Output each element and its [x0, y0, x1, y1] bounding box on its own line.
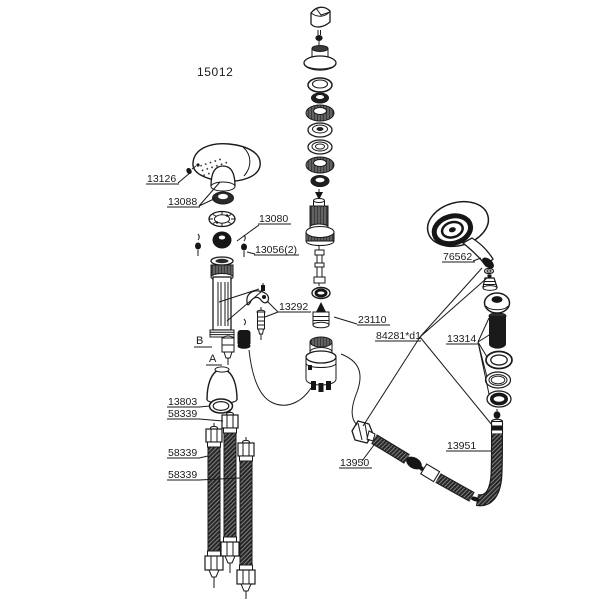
- knurled-ring-large-2: [305, 156, 335, 174]
- hose-bead: [493, 409, 501, 419]
- part-label-76562: 76562: [443, 251, 472, 263]
- handle-screw: [315, 30, 323, 45]
- leader-13080: [236, 224, 260, 242]
- shower-hose-13951: [470, 433, 503, 507]
- hose-fitting: [490, 418, 504, 435]
- leader-13950: [361, 444, 375, 462]
- connector-ring: [483, 267, 495, 275]
- grip-cylinder: [488, 312, 507, 349]
- faucet-body-tube: [209, 256, 235, 338]
- part-label-13080: 13080: [259, 213, 288, 225]
- weight-ring-2: [484, 371, 512, 389]
- part-a-adapter: [221, 335, 235, 365]
- double-ring: [307, 139, 333, 155]
- spout-cap-dome: [210, 165, 236, 192]
- o-ring: [307, 77, 333, 93]
- seal-washer: [311, 286, 331, 300]
- labels: 15012 13126 13088 13080 13056(2) 13292 B…: [146, 65, 479, 481]
- leader-58339: [198, 418, 241, 481]
- leader-13088: [198, 181, 221, 207]
- faucet-body-column: [186, 142, 270, 599]
- spindle: [313, 246, 326, 286]
- stack-screw: [315, 189, 323, 200]
- weight-ring-3: [486, 390, 512, 408]
- part-label-13056: 13056(2): [255, 244, 297, 256]
- fixing-screw-left: [195, 233, 201, 256]
- product-code-label: 15012: [197, 65, 233, 79]
- knurled-ring-large: [305, 104, 335, 122]
- flat-washer: [307, 122, 333, 138]
- bonnet-cap: [303, 45, 337, 71]
- handle-knob: [310, 6, 331, 28]
- assembly-curve-base-to-valve: [248, 349, 312, 406]
- gear-13080: [212, 231, 232, 249]
- handle-cartridge-stack: [303, 6, 337, 392]
- supply-hose-right: [236, 437, 256, 599]
- base-o-ring-13803: [208, 398, 234, 414]
- leader-76562: [472, 257, 482, 262]
- shower-handle-tip: [482, 257, 494, 269]
- leader-13314: [477, 317, 498, 395]
- leader-84281: [362, 267, 493, 427]
- fixing-screw-right: [241, 234, 247, 257]
- assembly-curve-valve-to-hose: [340, 353, 361, 426]
- supply-hose-left: [204, 423, 224, 588]
- leader-lines: [177, 171, 498, 481]
- part-label-13951: 13951: [447, 440, 476, 452]
- gear-ring-small: [311, 92, 329, 104]
- cone-connector: [482, 274, 498, 291]
- part-label-13314: 13314: [447, 333, 476, 345]
- ref-label-a: A: [209, 353, 217, 365]
- cartridge-nut: [305, 226, 335, 246]
- part-label-58339-b: 58339: [168, 447, 197, 459]
- knurled-cap-ring: [212, 191, 234, 205]
- part-label-58339-c: 58339: [168, 469, 197, 481]
- leader-13126: [177, 171, 192, 184]
- ref-label-b: B: [196, 335, 203, 347]
- leader-13056: [246, 251, 256, 255]
- bracket-position-lines: [218, 288, 263, 322]
- cartridge-cap-23110: [312, 302, 330, 329]
- part-label-13126: 13126: [147, 173, 176, 185]
- seal-ring-stack: [305, 77, 335, 187]
- diverter-valve-body: [305, 336, 337, 392]
- hand-shower-76562: [426, 200, 494, 269]
- mounting-bracket-13292: [246, 283, 270, 306]
- leader-13803: [198, 405, 211, 408]
- dark-plug: [237, 318, 251, 349]
- shower-head: [426, 200, 490, 248]
- part-label-84281: 84281*d1: [376, 330, 421, 342]
- part-label-13950: 13950: [340, 457, 369, 469]
- hose-coupler-hex: [419, 463, 441, 483]
- leader-13292: [264, 300, 279, 318]
- cartridge: [309, 198, 329, 231]
- part-label-13292: 13292: [279, 301, 308, 313]
- supply-hose-middle: [220, 409, 240, 573]
- gear-plate: [208, 210, 236, 228]
- bracket-pin-part: [256, 307, 266, 340]
- gear-ring-small-2: [310, 175, 330, 187]
- part-label-13803: 13803: [168, 396, 197, 408]
- hose-coupler-dark: [406, 456, 422, 470]
- part-label-23110: 23110: [358, 314, 387, 326]
- grip-cap: [483, 292, 511, 314]
- leader-23110: [333, 316, 358, 325]
- connection-hose-13950: [351, 420, 475, 502]
- part-label-13088: 13088: [168, 196, 197, 208]
- part-label-58339-a: 58339: [168, 408, 197, 420]
- hand-shower-column: [351, 200, 513, 507]
- base-escutcheon: [206, 366, 238, 404]
- weight-ring-1: [485, 350, 513, 370]
